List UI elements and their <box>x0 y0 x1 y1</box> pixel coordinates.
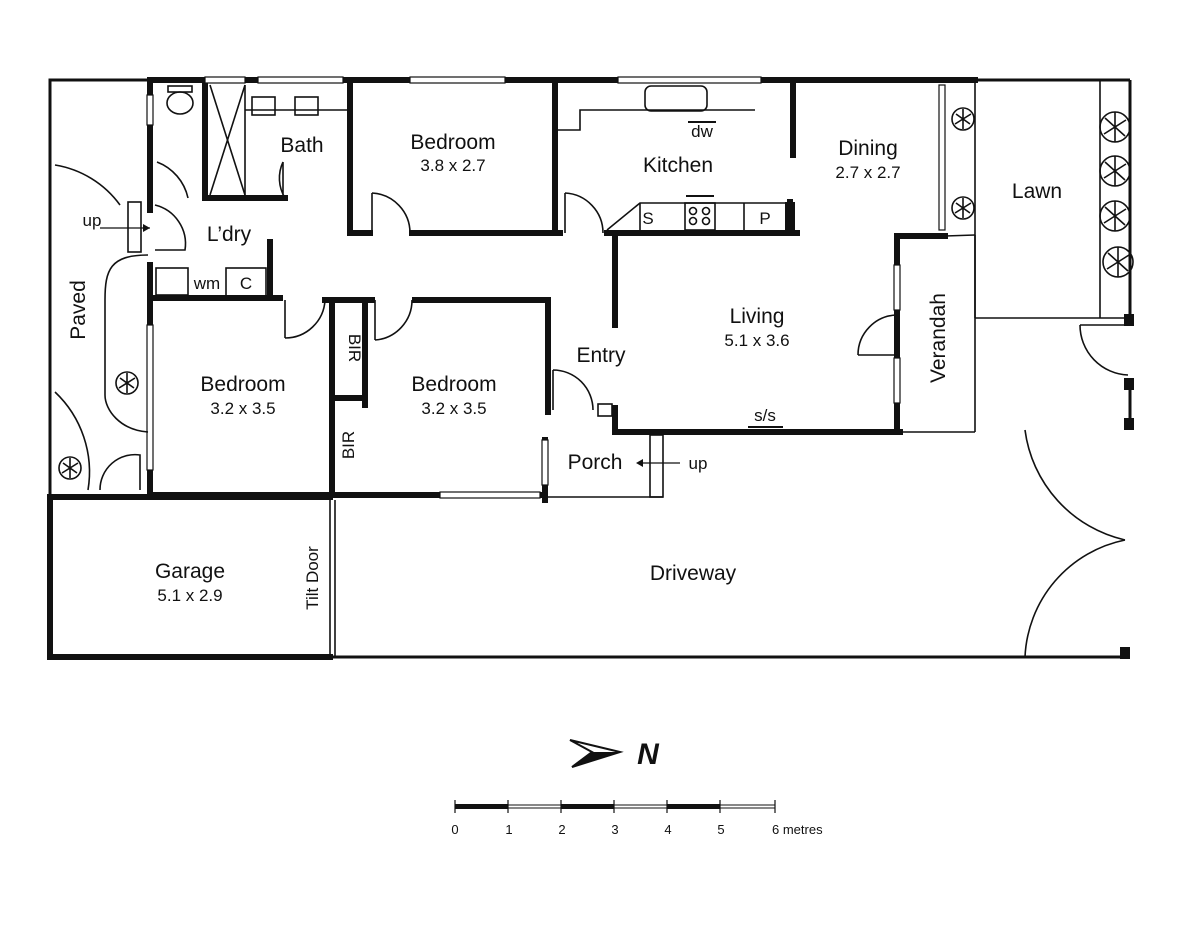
tree-icon <box>1102 246 1134 278</box>
room-label-bedroom-left: Bedroom <box>200 373 285 396</box>
bir-label-1: BIR <box>345 334 364 362</box>
kitchen-sink-icon <box>644 85 708 112</box>
scale-tick: 1 <box>505 822 512 837</box>
scale-tick: 0 <box>451 822 458 837</box>
area-label-paved: Paved <box>67 280 90 340</box>
toilet-icon <box>166 91 194 115</box>
cooktop-icon <box>684 202 716 231</box>
scale-tick: 5 <box>717 822 724 837</box>
shrub-icon <box>115 371 139 395</box>
room-label-lawn: Lawn <box>1012 180 1062 203</box>
fixtures <box>100 84 795 467</box>
tree-icon <box>1099 155 1131 187</box>
north-label: N <box>637 738 660 771</box>
dishwasher-label: dw <box>691 122 713 141</box>
room-size-dining: 2.7 x 2.7 <box>835 163 900 182</box>
scale-tick: 3 <box>611 822 618 837</box>
steps-up-label-porch: up <box>689 454 708 473</box>
room-size-living: 5.1 x 3.6 <box>724 331 789 350</box>
room-size-garage: 5.1 x 2.9 <box>157 586 222 605</box>
washing-machine-icon <box>155 267 189 296</box>
shrub-icon <box>58 456 82 480</box>
scale-tick: 4 <box>664 822 671 837</box>
room-label-verandah: Verandah <box>927 293 950 383</box>
scale-tick: 2 <box>558 822 565 837</box>
room-label-laundry: L’dry <box>207 223 252 246</box>
room-label-living: Living <box>730 305 785 328</box>
sink-label: S <box>642 209 653 228</box>
scale-bar: 0 1 2 3 4 5 6 metres <box>451 800 823 837</box>
room-label-dining: Dining <box>838 137 898 160</box>
room-size-bedroom-left: 3.2 x 3.5 <box>210 399 275 418</box>
sliding-door-label: s/s <box>754 406 776 425</box>
tree-icon <box>1099 200 1131 232</box>
cupboard-label: C <box>240 274 252 293</box>
scale-tick: 6 metres <box>772 822 823 837</box>
doors <box>54 161 1129 658</box>
bir-label-2: BIR <box>339 431 358 459</box>
steps-up-label-left: up <box>83 211 102 230</box>
pantry-label: P <box>759 209 770 228</box>
plants <box>58 107 1134 480</box>
room-label-entry: Entry <box>576 344 626 367</box>
windows <box>146 76 946 499</box>
room-size-bedroom-mid: 3.2 x 3.5 <box>421 399 486 418</box>
room-size-bedroom-top: 3.8 x 2.7 <box>420 156 485 175</box>
room-label-bedroom-top: Bedroom <box>410 131 495 154</box>
room-label-porch: Porch <box>568 451 623 474</box>
north-compass: N <box>569 738 660 771</box>
tilt-door-label: Tilt Door <box>303 546 322 610</box>
washing-machine-label: wm <box>193 274 220 293</box>
tree-icon <box>1099 111 1131 143</box>
shrub-icon <box>951 196 975 220</box>
room-label-bedroom-mid: Bedroom <box>411 373 496 396</box>
shrub-icon <box>951 107 975 131</box>
area-label-driveway: Driveway <box>650 562 737 585</box>
room-label-garage: Garage <box>155 560 225 583</box>
room-label-bath: Bath <box>280 134 323 157</box>
room-label-kitchen: Kitchen <box>643 154 713 177</box>
